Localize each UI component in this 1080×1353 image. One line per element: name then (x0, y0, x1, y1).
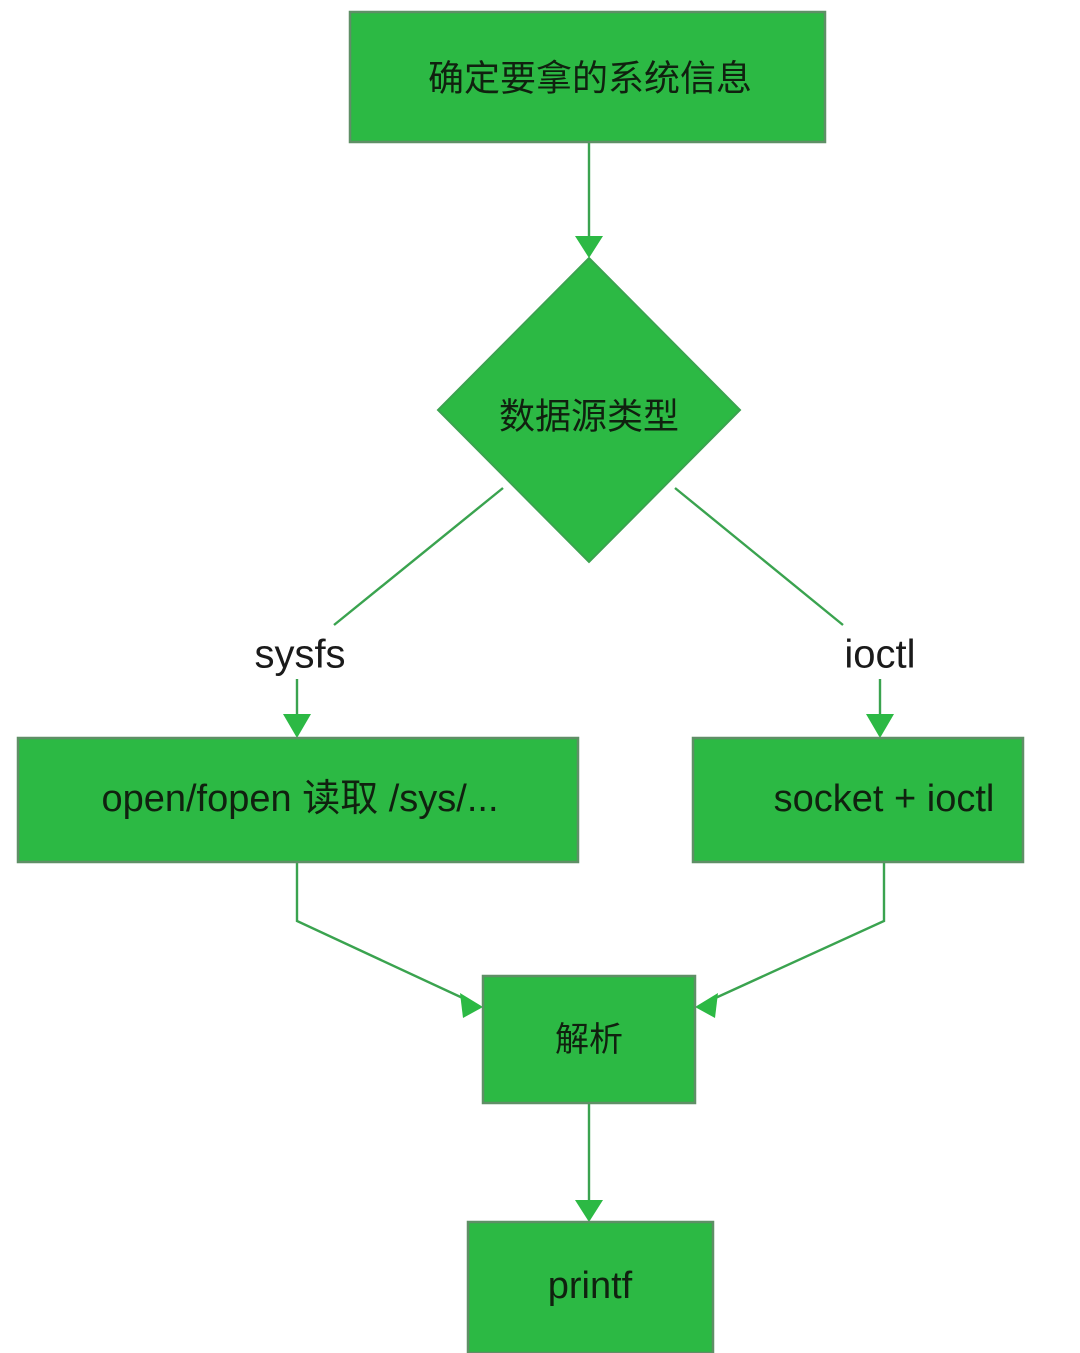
edge-label-decision-to-ioctl: ioctl (844, 633, 915, 677)
node-label: open/fopen 读取 /sys/... (101, 778, 498, 820)
arrowhead-icon (460, 993, 483, 1018)
edge-ioctl-to-parse (695, 862, 886, 1018)
edge-line (674, 487, 844, 626)
edge-parse-to-print (575, 1103, 603, 1222)
node-start[interactable]: 确定要拿的系统信息 (348, 10, 827, 144)
rectangle-shape[interactable] (466, 1220, 715, 1353)
node-label: 解析 (555, 1021, 623, 1059)
arrowhead-icon (866, 714, 894, 738)
edge-decision-to-ioctl (674, 487, 894, 738)
edge-start-to-decision (575, 142, 603, 258)
rectangle-shape[interactable] (691, 736, 1025, 864)
edge-line (333, 487, 504, 626)
node-label: 数据源类型 (499, 396, 679, 437)
edge-line (710, 862, 886, 1002)
diamond-shape[interactable] (436, 256, 742, 564)
rectangle-shape[interactable] (348, 10, 827, 144)
node-decision[interactable]: 数据源类型 (436, 256, 742, 564)
edge-labels-layer: sysfs ioctl (254, 633, 915, 677)
arrowhead-icon (283, 714, 311, 738)
node-label: printf (548, 1265, 633, 1307)
node-print[interactable]: printf (466, 1220, 715, 1353)
arrowhead-icon (695, 993, 718, 1018)
rectangle-shape[interactable] (481, 974, 697, 1105)
edges-layer (283, 142, 894, 1222)
edge-label-decision-to-sysfs: sysfs (254, 633, 345, 677)
node-sysfs-read[interactable]: open/fopen 读取 /sys/... (16, 736, 580, 864)
arrowhead-icon (575, 1200, 603, 1222)
edge-decision-to-sysfs (283, 487, 504, 738)
edge-sysfs-to-parse (295, 862, 483, 1018)
arrowhead-icon (575, 236, 603, 258)
node-parse[interactable]: 解析 (481, 974, 697, 1105)
node-label: socket + ioctl (774, 778, 995, 820)
rectangle-shape[interactable] (16, 736, 580, 864)
edge-line (295, 862, 468, 1002)
node-socket-ioctl[interactable]: socket + ioctl (691, 736, 1025, 864)
node-label: 确定要拿的系统信息 (428, 58, 752, 99)
